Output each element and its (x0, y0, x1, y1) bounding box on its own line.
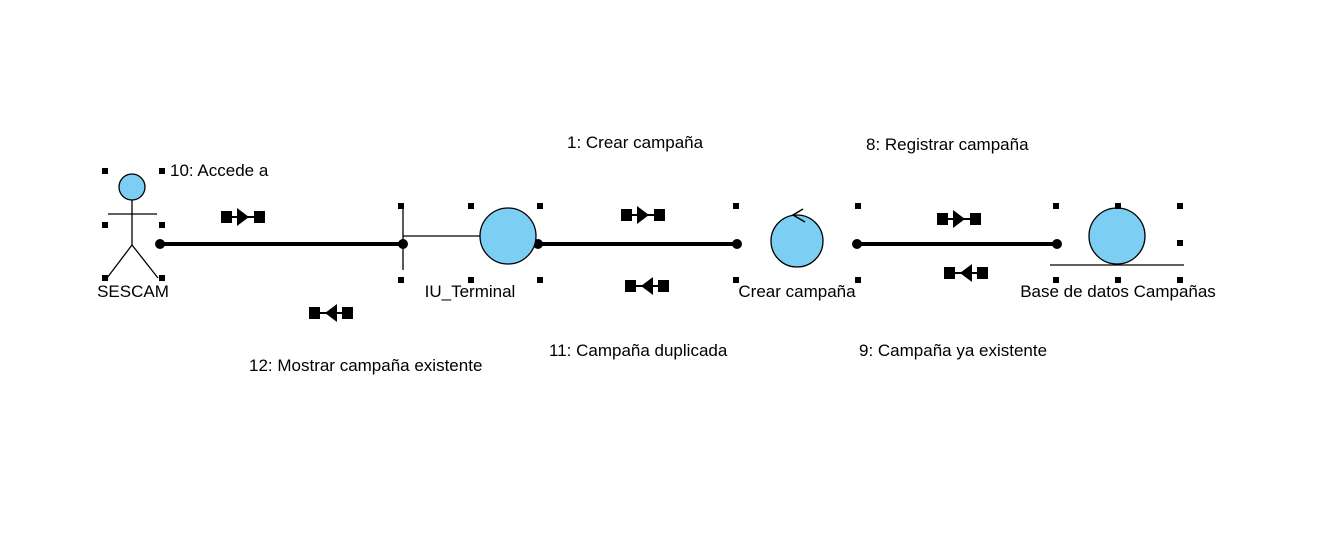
message-arrow-9[interactable] (944, 264, 988, 282)
message-arrow-8[interactable] (937, 210, 981, 228)
message-arrow-icon (221, 208, 265, 226)
message-arrow-icon (944, 264, 988, 282)
control-icon (770, 208, 824, 268)
message-arrow-10[interactable] (221, 208, 265, 226)
link-endpoint (1052, 239, 1062, 249)
control-crear-campana[interactable]: Crear campaña (733, 203, 861, 301)
message-label-12[interactable]: 12: Mostrar campaña existente (249, 356, 482, 375)
selection-handle-icon[interactable] (102, 168, 165, 281)
link-endpoint (732, 239, 742, 249)
selection-handle-icon[interactable] (733, 203, 861, 283)
message-label-9[interactable]: 9: Campaña ya existente (859, 341, 1047, 360)
message-label-8[interactable]: 8: Registrar campaña (866, 135, 1029, 154)
message-arrow-icon (937, 210, 981, 228)
link-endpoints (155, 239, 1062, 249)
selection-handle-icon[interactable] (1053, 203, 1183, 283)
actor-label: SESCAM (97, 282, 169, 301)
message-label-10[interactable]: 10: Accede a (170, 161, 269, 180)
actor-icon (106, 173, 159, 279)
link-endpoint (155, 239, 165, 249)
control-label: Crear campaña (738, 282, 856, 301)
message-arrow-12[interactable] (309, 304, 353, 322)
link-endpoint (852, 239, 862, 249)
boundary-iu-terminal[interactable]: IU_Terminal (398, 203, 543, 301)
message-arrow-icon (621, 206, 665, 224)
entity-label: Base de datos Campañas (1020, 282, 1216, 301)
message-arrow-icon (309, 304, 353, 322)
selection-handle-icon[interactable] (398, 203, 543, 283)
boundary-label: IU_Terminal (425, 282, 516, 301)
boundary-icon (402, 205, 537, 270)
entity-base-datos-campanas[interactable]: Base de datos Campañas (1020, 203, 1216, 301)
message-arrow-11[interactable] (625, 277, 669, 295)
entity-icon (1050, 207, 1184, 266)
actor-sescam[interactable]: SESCAM (97, 168, 169, 301)
message-label-11[interactable]: 11: Campaña duplicada (549, 341, 728, 360)
message-label-1[interactable]: 1: Crear campaña (567, 133, 704, 152)
message-arrow-1[interactable] (621, 206, 665, 224)
message-arrow-icon (625, 277, 669, 295)
